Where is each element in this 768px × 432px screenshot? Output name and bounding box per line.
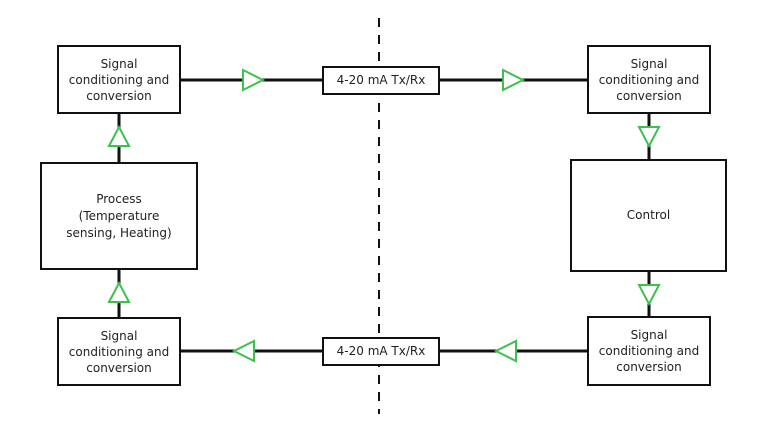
arrow-right-icon [502, 68, 526, 92]
bottom-link-label: 4-20 mA Tx/Rx [336, 344, 426, 358]
control-block: Control [570, 159, 727, 272]
process-label: Process (Temperature sensing, Heating) [66, 191, 172, 240]
arrow-left-icon [493, 339, 517, 363]
left-top-signal-label: Signal conditioning and conversion [68, 56, 170, 103]
right-bottom-signal-label: Signal conditioning and conversion [598, 328, 700, 374]
left-top-signal-block: Signal conditioning and conversion [57, 45, 181, 114]
bottom-link-label-box: 4-20 mA Tx/Rx [322, 337, 440, 366]
arrow-right-icon [242, 68, 266, 92]
right-top-signal-label: Signal conditioning and conversion [598, 56, 700, 103]
control-label: Control [626, 208, 671, 222]
arrow-left-icon [231, 339, 255, 363]
top-link-label: 4-20 mA Tx/Rx [336, 73, 426, 87]
top-link-label-box: 4-20 mA Tx/Rx [322, 66, 440, 95]
arrow-up-icon [107, 280, 131, 303]
process-block: Process (Temperature sensing, Heating) [40, 162, 198, 270]
arrow-up-icon [107, 124, 131, 147]
arrow-down-icon [637, 284, 661, 307]
arrow-down-icon [637, 126, 661, 149]
left-bottom-signal-block: Signal conditioning and conversion [57, 317, 181, 386]
right-top-signal-block: Signal conditioning and conversion [587, 45, 711, 114]
right-bottom-signal-block: Signal conditioning and conversion [587, 316, 711, 386]
left-bottom-signal-label: Signal conditioning and conversion [68, 328, 170, 375]
